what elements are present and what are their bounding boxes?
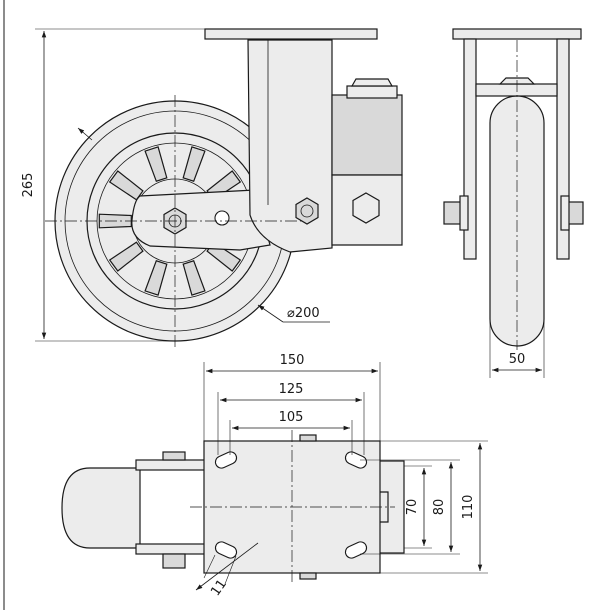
wheel-spoke — [182, 146, 206, 182]
top-view: 150 125 105 110 80 70 11 — [61, 353, 488, 599]
spring-cap-top — [350, 78, 394, 87]
wheel-spoke — [108, 241, 144, 272]
top-plate — [204, 28, 378, 40]
dim-hole-spacing-short-inner: 70 — [405, 499, 420, 516]
arm-hole — [214, 210, 230, 226]
ext-slot-a — [203, 554, 216, 579]
top-wheel — [61, 467, 141, 549]
swing-arm — [131, 189, 271, 251]
leader-diameter-top — [77, 127, 93, 141]
spring-housing — [331, 94, 403, 176]
front-left-washer — [459, 195, 469, 231]
front-top-plate — [452, 28, 582, 40]
front-right-washer — [560, 195, 570, 231]
top-plate-notch-bottom — [299, 572, 317, 580]
top-axle-upper — [135, 459, 207, 471]
dim-wheel-width: 50 — [509, 352, 526, 367]
front-fork-bridge — [475, 83, 558, 97]
wheel-spoke — [144, 260, 168, 296]
top-axle-lower — [135, 543, 207, 555]
dim-hole-spacing-short-outer: 80 — [432, 499, 447, 516]
mounting-slot-tr — [344, 451, 368, 469]
dim-overall-height: 265 — [21, 173, 36, 198]
pivot-nut — [295, 197, 319, 225]
top-nut-upper — [162, 451, 186, 461]
mounting-slot-bl — [214, 541, 238, 559]
dim-plate-length: 150 — [280, 353, 305, 368]
dim-wheel-diameter: ⌀200 — [287, 306, 320, 321]
top-plate-notch-top — [299, 434, 317, 442]
dim-line-11 — [195, 542, 259, 591]
leader-diameter-bottom — [257, 304, 284, 323]
spring-cap — [346, 85, 398, 99]
dim-hole-spacing-long-inner: 105 — [279, 410, 304, 425]
wheel-spoke — [108, 170, 144, 201]
top-nut-lower — [162, 553, 186, 569]
wheel-spoke — [144, 146, 168, 182]
fork-leg — [247, 39, 333, 253]
spring-bolt-head — [352, 192, 380, 224]
side-view: 265 ⌀200 — [21, 28, 403, 350]
wheel-spoke — [182, 260, 206, 296]
dim-plate-width: 110 — [461, 495, 476, 520]
front-view: 50 — [443, 28, 584, 378]
dim-hole-spacing-long-outer: 125 — [279, 382, 304, 397]
mounting-slot-tl — [214, 451, 238, 469]
